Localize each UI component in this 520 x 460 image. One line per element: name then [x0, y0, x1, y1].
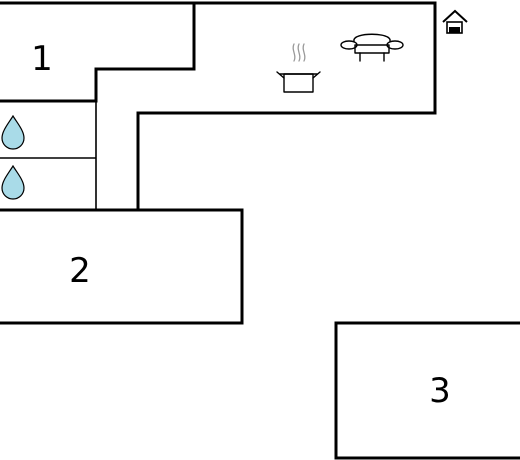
bathroom-walls: [0, 100, 97, 210]
room-3-label: 3: [429, 371, 451, 411]
room-1-walls: [0, 1, 196, 103]
room-2-walls: [0, 208, 244, 325]
house-entrance-icon: [442, 9, 468, 34]
cooking-pot-icon: [276, 43, 321, 93]
water-drop-icon: [1, 114, 25, 150]
water-drop-icon: [1, 164, 25, 200]
room-1-label: 1: [31, 39, 53, 79]
corridor-walls: [136, 1, 437, 212]
sofa-icon: [340, 33, 404, 62]
room-3-walls: [334, 321, 520, 460]
room-2-label: 2: [69, 251, 91, 291]
